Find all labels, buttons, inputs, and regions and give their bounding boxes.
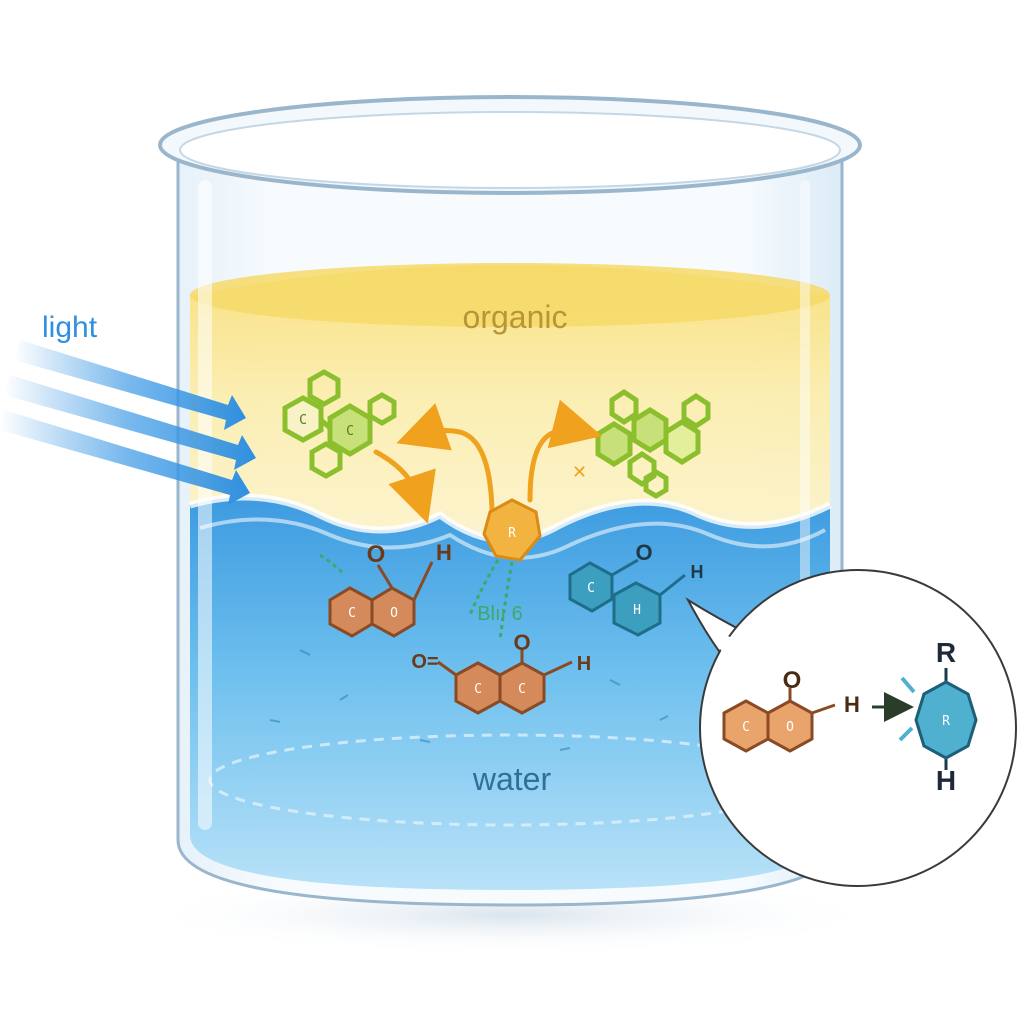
inset-teal-ring (914, 680, 978, 760)
teal-ring-label-2: H (633, 603, 641, 618)
brown-molecule-bottom (437, 650, 573, 715)
interaction-line-3 (319, 553, 347, 577)
interaction-lines (319, 553, 514, 641)
catalyst-molecule (482, 498, 542, 562)
green-ring-5 (367, 392, 397, 426)
green-ring-r4 (609, 388, 639, 426)
teal-ch-bond (659, 573, 686, 597)
water-label: water (472, 761, 552, 797)
inset-teal-spark-1 (900, 676, 916, 694)
orange-star: ✕ (572, 462, 587, 482)
brown-left-ring-label-2: O (390, 606, 398, 621)
inset-teal-molecule (898, 668, 978, 770)
teal-ring-1 (568, 561, 614, 613)
light-beams (0, 340, 256, 505)
brown-bottom-hydrogen: H (577, 653, 591, 675)
inset-right-ring-label: R (942, 714, 950, 729)
brown-left-ch-bond (412, 561, 434, 601)
inset-left-ring-label-1: C (742, 720, 750, 735)
brown-left-co-bond (376, 564, 394, 589)
catalyst-ring-label: R (508, 526, 516, 541)
green-ring-2 (327, 403, 373, 457)
interface-text: Blıı 6 (477, 603, 523, 625)
brown-bottom-oxygen-top: O (513, 630, 530, 655)
teal-molecule (568, 558, 686, 637)
green-ring-4 (309, 441, 343, 479)
inset-right-h-atom: H (936, 765, 956, 796)
arrow-up-left (396, 403, 495, 513)
glass-highlight-left (198, 180, 212, 830)
brown-bottom-oxygen-left: O= (411, 651, 438, 673)
green-ring-r2 (631, 407, 669, 453)
catalyst-ring (482, 498, 542, 562)
teal-co-bond (611, 558, 639, 577)
green-ring-r3 (663, 419, 701, 465)
brown-left-hydrogen: H (436, 540, 452, 565)
green-ring-r5 (681, 392, 711, 430)
light-beam-2 (4, 375, 256, 470)
inset-brown-molecule (722, 688, 836, 753)
brown-bottom-co-bond-1 (437, 660, 457, 677)
light-beam-3 (0, 410, 250, 505)
brown-left-oxygen: O (367, 541, 386, 568)
brown-bottom-ring-label-1: C (474, 682, 482, 697)
brown-molecule-left (328, 561, 434, 638)
inset-pointer-cover (705, 628, 756, 678)
orange-arrows (373, 399, 603, 524)
beaker-rim-inner (179, 111, 841, 189)
light-beam-1 (14, 340, 246, 430)
teal-hydrogen: H (691, 562, 704, 582)
inset-ch-bond (811, 703, 836, 715)
brown-left-ring-label-1: C (348, 606, 356, 621)
brown-bottom-ch-bond (543, 660, 573, 677)
brown-bottom-ring-label-2: C (518, 682, 526, 697)
teal-oxygen: O (635, 540, 652, 565)
interaction-line-1 (468, 559, 500, 616)
organic-left-ring-label-1: C (299, 413, 307, 428)
green-ring-1 (282, 395, 324, 443)
green-ring-r1 (595, 421, 633, 467)
organic-label: organic (463, 299, 568, 335)
green-ring-r7 (643, 469, 669, 499)
arrow-down-left (373, 449, 436, 524)
inset-callout: C O O H R R H (685, 569, 1017, 887)
organic-left-ring-label-2: C (346, 424, 354, 439)
inset-right-r-atom: R (936, 637, 956, 668)
inset-left-ring-label-2: O (786, 720, 794, 735)
inset-left-oxygen: O (783, 667, 802, 694)
organic-molecule-right (595, 388, 711, 499)
inset-teal-spark-2 (898, 726, 914, 742)
organic-surface (190, 263, 830, 327)
teal-ring-label-1: C (587, 581, 595, 596)
organic-layer (190, 265, 830, 541)
arrow-up-right (527, 399, 603, 503)
inset-left-hydrogen: H (844, 692, 860, 717)
green-bond (319, 418, 332, 430)
green-ring-3 (307, 369, 341, 407)
organic-molecule-left (282, 369, 397, 479)
inset-circle (699, 569, 1017, 887)
teal-ring-2 (612, 581, 662, 637)
light-label: light (42, 311, 98, 344)
